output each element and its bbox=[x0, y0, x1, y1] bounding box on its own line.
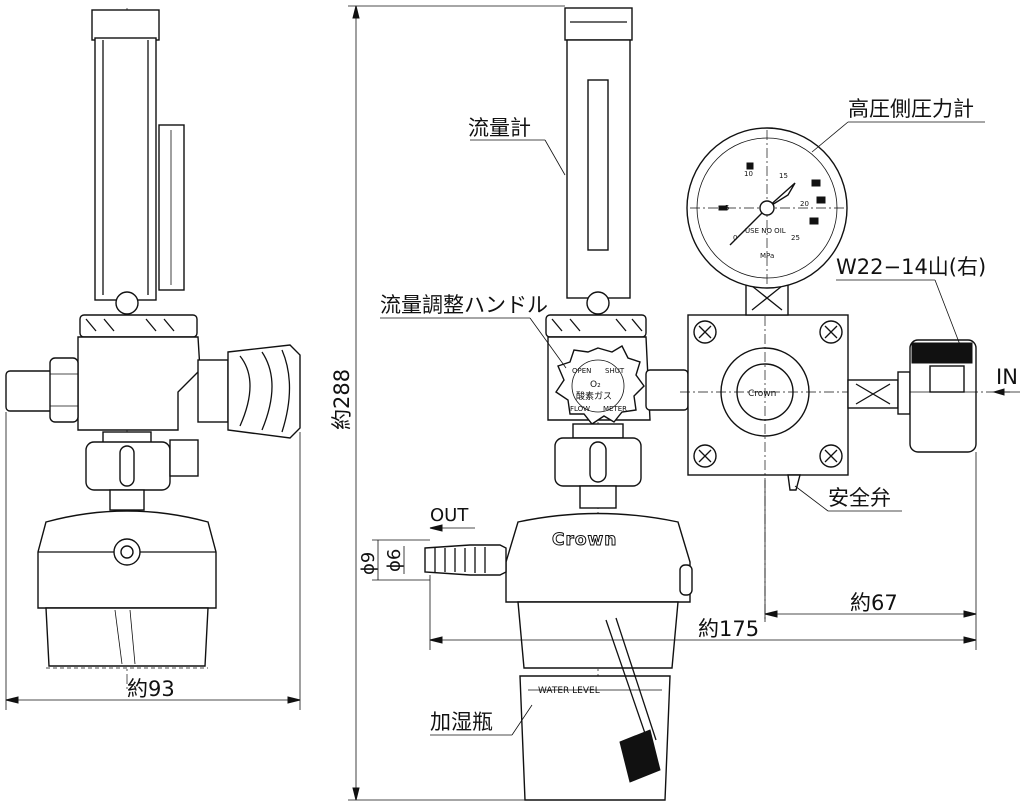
outlet-outer-dim: ϕ9 bbox=[358, 552, 379, 575]
svg-text:25: 25 bbox=[791, 234, 800, 242]
safety-valve-label: 安全弁 bbox=[828, 486, 891, 510]
inlet-fitting bbox=[847, 339, 977, 453]
side-view: 約93 bbox=[5, 8, 301, 710]
regulator-brand: Crown bbox=[748, 389, 776, 399]
svg-text:USE NO OIL: USE NO OIL bbox=[745, 227, 786, 235]
svg-text:10: 10 bbox=[744, 170, 753, 178]
gauge-label: 高圧側圧力計 bbox=[848, 97, 974, 121]
adjust-handle-label: 流量調整ハンドル bbox=[380, 293, 548, 317]
water-level: WATER LEVEL bbox=[538, 686, 600, 696]
bottle-brand: Crown bbox=[552, 530, 617, 550]
flow-adjust-knob[interactable]: OPEN SHUT O₂ 酸素ガス FLOW METER bbox=[555, 345, 645, 425]
callouts: 流量計 高圧側圧力計 流量調整ハンドル W22−14山(右) IN 安全弁 加湿… bbox=[380, 97, 1020, 736]
svg-text:15: 15 bbox=[779, 172, 788, 180]
inlet-offset-dim: 約67 bbox=[850, 591, 898, 615]
thread-label: W22−14山(右) bbox=[836, 255, 986, 279]
flowmeter-label: 流量計 bbox=[468, 116, 531, 140]
svg-text:MPa: MPa bbox=[760, 252, 774, 260]
svg-text:O₂: O₂ bbox=[590, 380, 601, 390]
side-width-dim: 約93 bbox=[127, 677, 175, 701]
humidifier-label: 加湿瓶 bbox=[430, 710, 493, 734]
outlet-label: OUT bbox=[430, 505, 469, 526]
inlet-label: IN bbox=[996, 365, 1018, 389]
outlet-inner-dim: ϕ6 bbox=[384, 549, 405, 572]
svg-text:METER: METER bbox=[603, 405, 627, 413]
svg-text:20: 20 bbox=[800, 200, 809, 208]
front-view: OPEN SHUT O₂ 酸素ガス FLOW METER Crown bbox=[358, 7, 1010, 801]
front-width-dim: 約175 bbox=[698, 617, 759, 641]
regulator-body: Crown bbox=[680, 280, 1010, 620]
svg-text:FLOW: FLOW bbox=[570, 405, 590, 413]
svg-text:0: 0 bbox=[733, 234, 737, 242]
svg-text:SHUT: SHUT bbox=[605, 367, 625, 375]
height-dimension: 約288 bbox=[330, 5, 565, 801]
height-dim: 約288 bbox=[330, 369, 354, 430]
svg-text:OPEN: OPEN bbox=[572, 367, 591, 375]
humidifier-bottle: Crown WATER LEVEL bbox=[424, 512, 693, 801]
svg-text:5: 5 bbox=[725, 204, 729, 212]
flowmeter-top bbox=[564, 7, 633, 41]
pressure-gauge: 0 5 10 15 20 25 USE NO OIL MPa bbox=[686, 127, 848, 316]
svg-text:酸素ガス: 酸素ガス bbox=[576, 390, 612, 402]
